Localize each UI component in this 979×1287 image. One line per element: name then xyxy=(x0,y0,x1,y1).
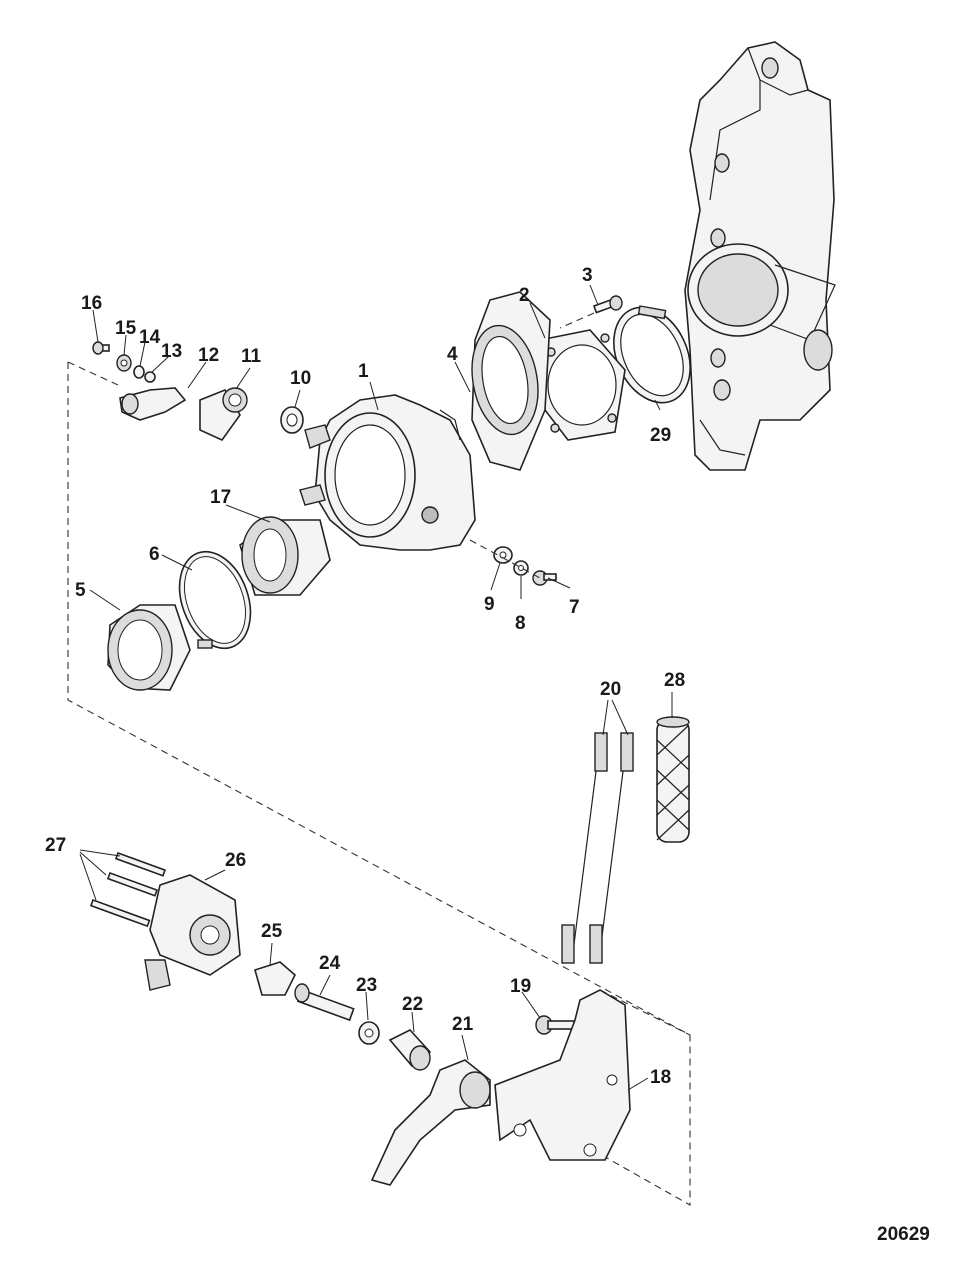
part-25-cam xyxy=(254,961,296,996)
part-28-mesh-sleeve xyxy=(656,716,690,843)
part-21-arm xyxy=(370,1059,491,1186)
part-19-bolt xyxy=(535,1015,575,1035)
part-1-throttle-body xyxy=(299,394,476,551)
callout-10: 10 xyxy=(290,368,311,389)
callout-28: 28 xyxy=(664,670,685,691)
callout-23: 23 xyxy=(356,975,377,996)
part-3-screw xyxy=(559,295,623,329)
callout-12: 12 xyxy=(198,345,219,366)
part-12-lever xyxy=(119,387,187,421)
callout-8: 8 xyxy=(515,613,526,634)
callout-13: 13 xyxy=(161,341,182,362)
callout-19: 19 xyxy=(510,976,531,997)
callout-7: 7 xyxy=(569,597,580,618)
part-26-actuator xyxy=(144,874,241,991)
part-24-pin xyxy=(294,983,355,1022)
part-6-clamp-band xyxy=(178,550,252,650)
part-23-washer xyxy=(358,1021,380,1045)
callout-21: 21 xyxy=(452,1014,474,1035)
part-10-bushing xyxy=(280,406,304,434)
exhaust-housing xyxy=(684,41,836,471)
part-5-bellows xyxy=(107,604,191,691)
part-22-spacer xyxy=(388,1029,432,1071)
part-20-hoses xyxy=(561,732,634,964)
callout-3: 3 xyxy=(582,265,593,286)
callout-labels: 1 2 3 4 5 6 7 8 9 10 11 12 13 14 15 16 1… xyxy=(45,265,685,1088)
callout-22: 22 xyxy=(402,994,423,1015)
part-14-washer xyxy=(133,365,145,379)
fastener-axis-line xyxy=(469,539,541,579)
part-13-washer xyxy=(144,371,156,383)
part-16-screw xyxy=(92,341,110,355)
part-18-bracket xyxy=(494,989,631,1161)
callout-26: 26 xyxy=(225,850,246,871)
callout-4: 4 xyxy=(447,344,458,365)
callout-20: 20 xyxy=(600,679,621,700)
callout-11: 11 xyxy=(241,346,262,367)
part-11-spring-bracket xyxy=(199,387,248,441)
part-29-clamp xyxy=(613,305,691,404)
part-2-gasket xyxy=(539,329,626,441)
part-15-nut xyxy=(116,354,132,372)
part-7-screw xyxy=(532,570,557,586)
callout-1: 1 xyxy=(358,361,369,382)
part-4-seal xyxy=(471,291,551,471)
part-17-cone xyxy=(239,516,331,596)
part-9-washer xyxy=(493,546,513,564)
callout-9: 9 xyxy=(484,594,495,615)
figure-id: 20629 xyxy=(877,1224,930,1245)
callout-16: 16 xyxy=(81,293,102,314)
callout-15: 15 xyxy=(115,318,137,339)
callout-17: 17 xyxy=(210,487,231,508)
callout-25: 25 xyxy=(261,921,283,942)
callout-18: 18 xyxy=(650,1067,671,1088)
callout-24: 24 xyxy=(319,953,341,974)
callout-2: 2 xyxy=(519,285,530,306)
callout-14: 14 xyxy=(139,327,161,348)
callout-5: 5 xyxy=(75,580,86,601)
leader-lines xyxy=(79,284,673,1091)
callout-29: 29 xyxy=(650,425,671,446)
part-8-washer xyxy=(513,560,529,576)
callout-6: 6 xyxy=(149,544,160,565)
callout-27: 27 xyxy=(45,835,66,856)
